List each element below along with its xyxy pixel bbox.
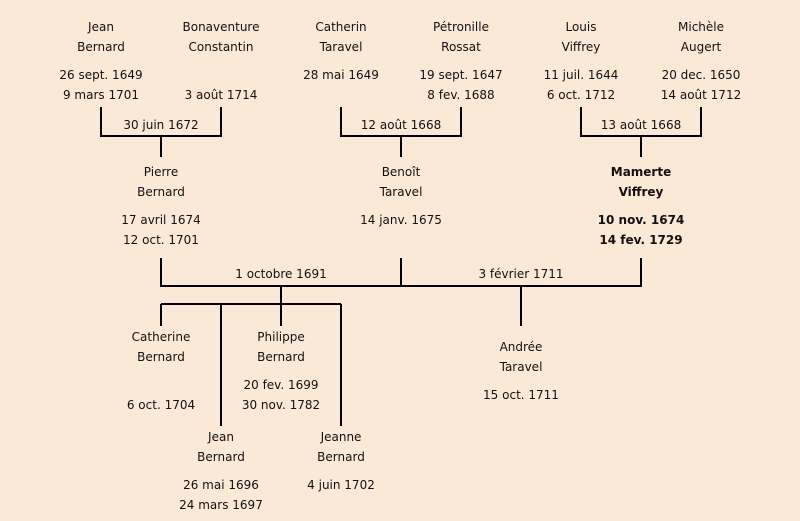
person-catherine-bernard: Catherine Bernard 6 oct. 1704 [81, 327, 241, 415]
first-name: Benoît [381, 165, 421, 179]
birth-date: 19 sept. 1647 [419, 68, 503, 82]
death-date: 14 fev. 1729 [599, 233, 683, 247]
birth-date: 4 juin 1702 [307, 478, 375, 492]
person-jean-bernard: Jean Bernard 26 sept. 1649 9 mars 1701 [21, 17, 181, 105]
first-name: Philippe [257, 330, 305, 344]
death-date: 3 août 1714 [184, 88, 258, 102]
first-name: Mamerte [610, 165, 672, 179]
marriage-date: 1 octobre 1691 [235, 267, 327, 281]
last-name: Bernard [257, 350, 305, 364]
birth-date: 20 dec. 1650 [661, 68, 741, 82]
last-name: Viffrey [561, 40, 601, 54]
first-name: Louis [565, 20, 597, 34]
person-michele-augert: Michèle Augert 20 dec. 1650 14 août 1712 [621, 17, 781, 105]
birth-date: 15 oct. 1711 [483, 388, 559, 402]
death-date: 6 oct. 1704 [126, 398, 196, 412]
first-name: Jeanne [320, 430, 362, 444]
first-name: Catherin [315, 20, 367, 34]
death-date: 12 oct. 1701 [123, 233, 199, 247]
last-name: Bernard [197, 450, 245, 464]
death-date: 6 oct. 1712 [546, 88, 616, 102]
marriage-line-gen2 [160, 258, 642, 287]
last-name: Rossat [441, 40, 481, 54]
marriage-date: 3 février 1711 [478, 267, 564, 281]
birth-date: 14 janv. 1675 [360, 213, 442, 227]
person-louis-viffrey: Louis Viffrey 11 juil. 1644 6 oct. 1712 [501, 17, 661, 105]
person-petronille-rossat: Pétronille Rossat 19 sept. 1647 8 fev. 1… [381, 17, 541, 105]
first-name: Andrée [499, 340, 543, 354]
first-name: Michèle [678, 20, 724, 34]
first-name: Jean [88, 20, 114, 34]
person-philippe-bernard: Philippe Bernard 20 fev. 1699 30 nov. 17… [201, 327, 361, 415]
person-mamerte-viffrey-highlighted: Mamerte Viffrey 10 nov. 1674 14 fev. 172… [561, 162, 721, 250]
last-name: Taravel [379, 185, 423, 199]
birth-date: 26 sept. 1649 [59, 68, 143, 82]
death-date: 30 nov. 1782 [241, 398, 321, 412]
person-bonaventure-constantin: Bonaventure Constantin 3 août 1714 [141, 17, 301, 105]
last-name: Taravel [319, 40, 363, 54]
birth-date: 11 juil. 1644 [543, 68, 619, 82]
birth-date: 10 nov. 1674 [597, 213, 685, 227]
last-name: Viffrey [618, 185, 664, 199]
marriage-bracket-bernard-constantin [100, 107, 222, 157]
person-catherin-taravel: Catherin Taravel 28 mai 1649 [261, 17, 421, 85]
last-name: Constantin [188, 40, 254, 54]
death-date: 9 mars 1701 [62, 88, 140, 102]
marriage-date: 30 juin 1672 [123, 118, 199, 132]
marriage-date: 12 août 1668 [360, 118, 442, 132]
birth-date: 20 fev. 1699 [243, 378, 319, 392]
death-date: 8 fev. 1688 [427, 88, 495, 102]
first-name: Pétronille [433, 20, 489, 34]
death-date: 24 mars 1697 [179, 498, 263, 512]
person-pierre-bernard: Pierre Bernard 17 avril 1674 12 oct. 170… [81, 162, 241, 250]
birth-date: 17 avril 1674 [121, 213, 201, 227]
person-jeanne-bernard: Jeanne Bernard 4 juin 1702 [261, 427, 421, 495]
marriage-date: 13 août 1668 [600, 118, 682, 132]
last-name: Bernard [77, 40, 125, 54]
first-name: Bonaventure [182, 20, 260, 34]
first-name: Pierre [143, 165, 179, 179]
children-bracket-bernard [160, 286, 342, 426]
last-name: Bernard [317, 450, 365, 464]
last-name: Augert [680, 40, 722, 54]
person-andree-taravel: Andrée Taravel 15 oct. 1711 [441, 337, 601, 405]
marriage-bracket-taravel-rossat [340, 107, 462, 157]
first-name: Catherine [131, 330, 191, 344]
person-jean-bernard-child: Jean Bernard 26 mai 1696 24 mars 1697 [141, 427, 301, 515]
death-date: 14 août 1712 [660, 88, 742, 102]
birth-date: 28 mai 1649 [303, 68, 379, 82]
last-name: Taravel [499, 360, 543, 374]
marriage-bracket-viffrey-augert [580, 107, 702, 157]
birth-date: 26 mai 1696 [183, 478, 259, 492]
first-name: Jean [208, 430, 234, 444]
last-name: Bernard [137, 185, 185, 199]
last-name: Bernard [137, 350, 185, 364]
person-benoit-taravel: Benoît Taravel 14 janv. 1675 [321, 162, 481, 230]
